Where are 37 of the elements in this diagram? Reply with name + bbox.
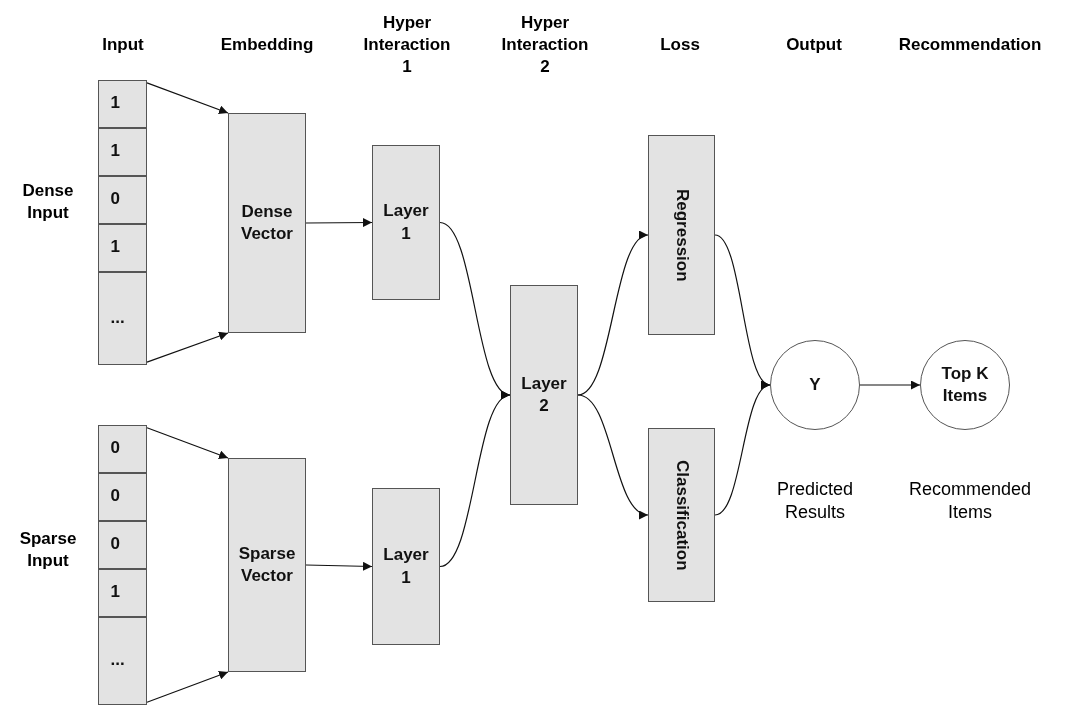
- layer-box: Layer 2: [510, 285, 578, 505]
- vector-cell: 1: [97, 127, 147, 176]
- layer-box: Layer 1: [372, 145, 440, 300]
- vector-cell: 0: [97, 520, 147, 569]
- arrow: [146, 331, 229, 363]
- column-header: Embedding: [220, 33, 314, 56]
- node-caption: Sparse Input: [18, 528, 78, 573]
- arrow: [146, 670, 229, 703]
- arrow: [146, 82, 229, 115]
- arrow: [305, 218, 373, 228]
- loss-box: Classification: [648, 428, 715, 602]
- arrow: [577, 394, 649, 517]
- node-caption: Recommended Items: [907, 478, 1033, 525]
- node-caption: Predicted Results: [775, 478, 854, 525]
- arrow: [146, 427, 229, 460]
- column-header: Input: [102, 33, 144, 56]
- column-header: Loss: [660, 33, 700, 56]
- vector-cell: 1: [97, 223, 147, 272]
- column-header: Hyper Interaction 1: [362, 11, 452, 79]
- output-circle: Top K Items: [920, 340, 1010, 430]
- arrow: [439, 394, 511, 568]
- column-header: Recommendation: [898, 33, 1042, 56]
- column-header: Hyper Interaction 2: [500, 11, 590, 79]
- node-caption: Dense Input: [21, 180, 75, 225]
- embedding-box: Sparse Vector: [228, 458, 306, 672]
- vector-cell: 1: [97, 568, 147, 617]
- output-circle: Y: [770, 340, 860, 430]
- vector-cell: 0: [97, 175, 147, 224]
- arrow: [305, 561, 373, 571]
- column-header: Output: [786, 33, 842, 56]
- arrow: [577, 234, 649, 396]
- arrow: [714, 384, 771, 516]
- vector-cell: 0: [97, 472, 147, 521]
- layer-box: Layer 1: [372, 488, 440, 645]
- loss-box: Regression: [648, 135, 715, 335]
- embedding-box: Dense Vector: [228, 113, 306, 333]
- arrow: [859, 380, 921, 390]
